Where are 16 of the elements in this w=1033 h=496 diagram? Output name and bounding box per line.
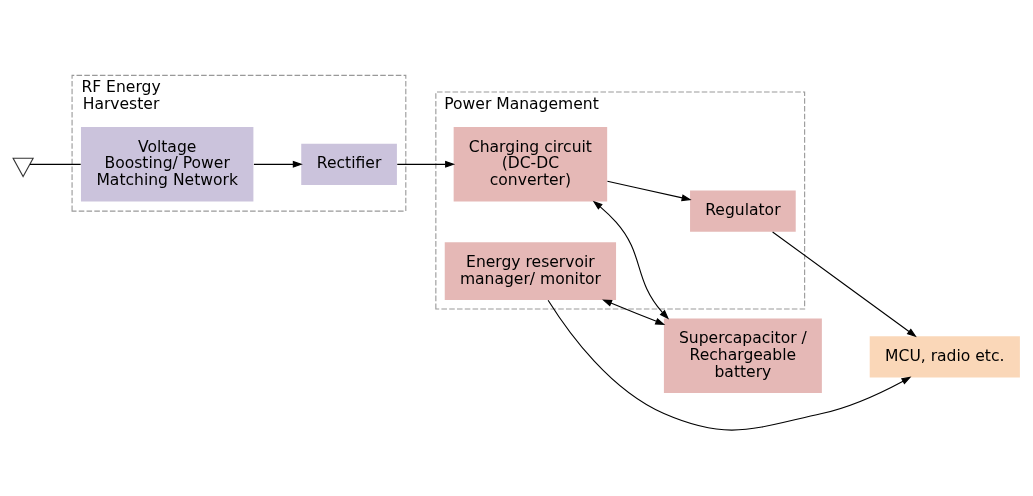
node-antenna <box>12 157 35 178</box>
arrow <box>592 200 670 320</box>
arrow <box>606 180 692 201</box>
node-box: Energy reservoir manager/ monitor <box>444 241 617 300</box>
node-box: Rectifier <box>301 143 397 185</box>
arrow <box>547 299 912 431</box>
node-box: MCU, radio etc. <box>869 335 1020 377</box>
arrow <box>253 160 303 168</box>
arrow <box>396 160 456 168</box>
node-box: Charging circuit (DC-DC converter) <box>453 126 608 202</box>
arrow <box>602 299 666 325</box>
connector <box>29 163 82 165</box>
node-box: Regulator <box>690 190 796 232</box>
arrow <box>772 230 917 337</box>
node-box: Voltage Boosting/ Power Matching Network <box>80 126 254 202</box>
node-box: Supercapacitor / Rechargeable battery <box>663 317 822 393</box>
